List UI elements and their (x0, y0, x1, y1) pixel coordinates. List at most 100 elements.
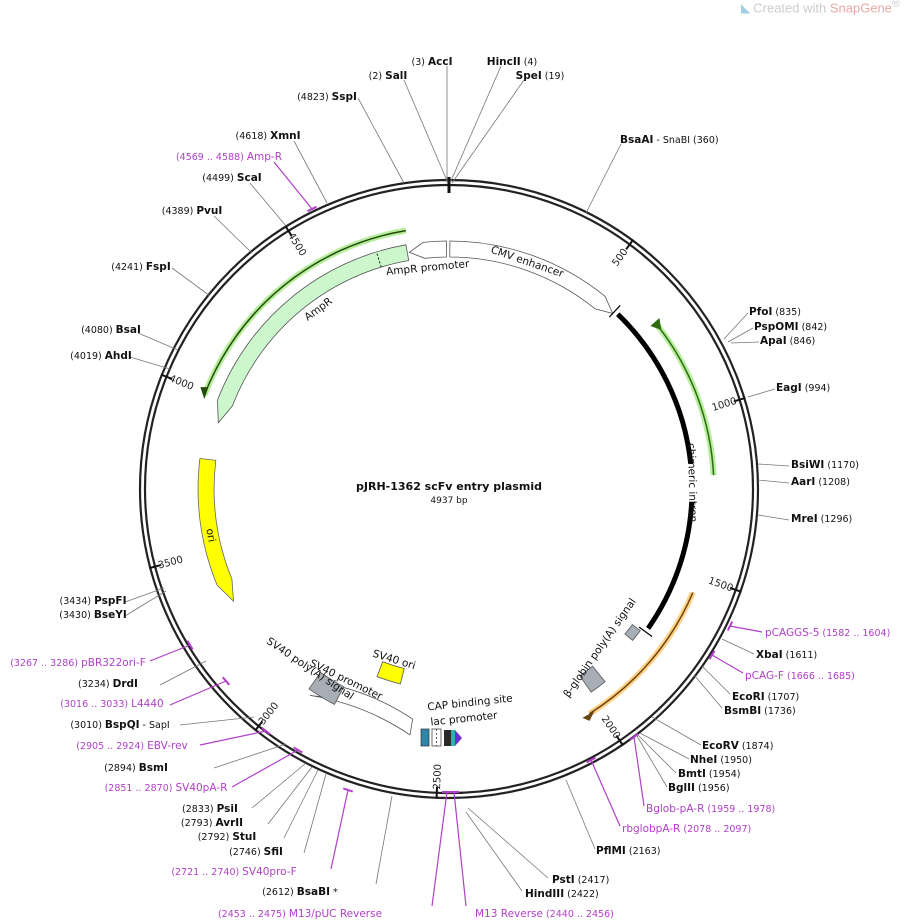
enzyme-leader-11 (137, 332, 179, 351)
enzyme-leader-13 (723, 312, 749, 340)
primer-label-l4440: (3016 .. 3033) L4440 (60, 698, 163, 710)
enzyme-leader-23 (159, 660, 207, 686)
enzyme-leader-25 (179, 716, 255, 726)
watermark-prefix: Created with (753, 0, 830, 16)
enzyme-label-drdi: (3234) DrdI (78, 678, 138, 690)
enzyme-label-bsiwi: BsiWI (1170) (791, 459, 859, 471)
tick-mark-1000 (733, 396, 746, 403)
primer-leader-26 (199, 730, 267, 746)
primer-site-marker-7 (307, 205, 317, 213)
tick-mark-2000 (615, 735, 624, 747)
watermark-reg: ® (892, 0, 900, 10)
feature-chimeric-intron-a (616, 312, 694, 464)
enzyme-leader-6 (293, 140, 328, 204)
enzyme-label-bseyi: (3430) BseYI (59, 609, 127, 621)
plasmid-size: 4937 bp (430, 496, 467, 506)
ampr-orf-line (203, 229, 406, 396)
enzyme-label-bsaai: BsaAI - SnaBI (360) (620, 134, 719, 146)
feature-ori (197, 457, 234, 603)
primer-leader-50 (729, 625, 763, 633)
orange-orf-arrowhead (582, 710, 595, 721)
primer-leader-41 (633, 736, 645, 807)
enzyme-leader-34 (375, 795, 393, 885)
primer-leader-33 (330, 789, 349, 870)
primer-label-bglob-pa-r: Bglob-pA-R (1959 .. 1978) (646, 803, 775, 815)
enzyme-label-mrei: MreI (1296) (791, 513, 852, 525)
tick-mark-3500 (149, 564, 162, 570)
enzyme-label-sali: (2) SalI (369, 70, 408, 82)
enzyme-label-fspi: (4241) FspI (111, 261, 170, 273)
primer-site-marker-26 (261, 727, 271, 735)
primer-label-m13-puc-reverse: (2453 .. 2475) M13/pUC Reverse (218, 908, 382, 920)
enzyme-leader-46 (693, 674, 723, 709)
enzyme-leader-31 (283, 769, 319, 839)
enzyme-label-sspi: (4823) SspI (297, 91, 357, 103)
enzyme-leader-38 (465, 811, 523, 892)
snapgene-logo-icon: ◣ (741, 1, 751, 16)
primer-leader-22 (149, 644, 191, 662)
orange-orf-line (589, 592, 694, 715)
enzyme-label-ahdi: (4019) AhdI (70, 350, 132, 362)
primer-site-marker-33 (342, 787, 354, 793)
feature-small-teal (451, 730, 455, 746)
tick-label-4500: 4500 (285, 231, 308, 258)
primer-site-marker-40 (586, 756, 596, 764)
primer-leader-7 (273, 161, 313, 210)
enzyme-leader-17 (757, 463, 790, 467)
enzyme-leader-27 (213, 743, 287, 769)
enzyme-leader-14 (727, 327, 754, 343)
enzyme-leader-32 (303, 773, 327, 854)
feature-label-cap-binding-site: CAP binding site (427, 693, 513, 714)
primer-leader-40 (590, 759, 621, 827)
enzyme-leader-16 (747, 388, 776, 398)
primer-label-rbglobpa-r: rbglobpA-R (2078 .. 2097) (622, 823, 751, 835)
feature-cmv-enhancer (449, 240, 614, 315)
enzyme-leader-2 (449, 65, 502, 184)
enzyme-leader-44 (639, 732, 690, 760)
enzyme-leader-30 (267, 766, 313, 825)
watermark-brand: SnapGene (829, 0, 893, 16)
enzyme-label-ecori: EcoRI (1707) (732, 691, 799, 703)
enzyme-leader-10 (171, 267, 211, 297)
primer-label-pcaggs-5: pCAGGS-5 (1582 .. 1604) (765, 627, 890, 639)
enzyme-label-hindiii: HindIII (2422) (525, 888, 599, 900)
intron-start-mark (608, 305, 621, 318)
enzyme-leader-9 (213, 215, 253, 254)
tick-label-4000: 4000 (167, 373, 195, 393)
enzyme-leader-12 (129, 356, 171, 370)
enzyme-label-apai: ApaI (846) (760, 335, 815, 347)
primer-site-marker-22 (186, 640, 194, 650)
enzyme-leader-43 (637, 734, 677, 774)
enzyme-label-pflmi: PflMI (2163) (596, 845, 660, 857)
enzyme-label-psii: (2833) PsiI (182, 803, 238, 815)
enzyme-label-bsmbi: BsmBI (1736) (724, 705, 796, 717)
enzyme-label-bsabi: (2612) BsaBI * (262, 886, 338, 898)
primer-site-marker-28 (293, 746, 303, 754)
right-orf-line (657, 325, 715, 476)
tick-mark-4000 (160, 373, 173, 380)
enzyme-leader-8 (249, 182, 287, 227)
primer-site-marker-41 (629, 733, 639, 741)
tick-mark-1500 (729, 586, 742, 593)
enzyme-label-bsmi: (2894) BsmI (104, 762, 168, 774)
ampr-primer-marker (376, 251, 382, 268)
tick-label-3000: 3000 (257, 701, 282, 728)
enzyme-label-xmni: (4618) XmnI (235, 130, 300, 142)
feature-label-sv40-pa: SV40 poly(A) signal (264, 635, 356, 702)
feature-chimeric-intron-b (646, 501, 695, 630)
enzyme-label-nhei: NheI (1950) (690, 754, 752, 766)
primer-leader-48 (711, 654, 744, 674)
enzyme-leader-21 (124, 590, 167, 617)
enzyme-label-bspqi: (3010) BspQI - SapI (70, 719, 169, 731)
enzyme-label-pvui: (4389) PvuI (162, 205, 223, 217)
enzyme-leader-42 (636, 735, 668, 788)
tick-label-500: 500 (610, 247, 630, 269)
ampr-orf-arrowhead (200, 387, 209, 400)
feature-lac-operator (444, 730, 451, 746)
tick-label-1000: 1000 (711, 396, 739, 414)
enzyme-leader-39 (565, 779, 596, 850)
feature-label-lac-promoter: lac promoter (430, 709, 499, 728)
primer-leader-24 (169, 680, 227, 706)
